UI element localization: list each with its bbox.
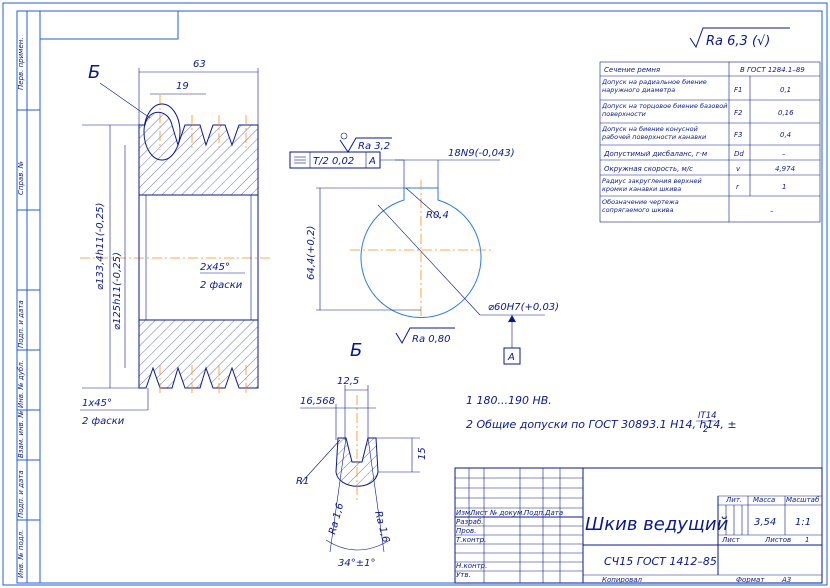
dim-dia-inner: ⌀125h11(-0,25) — [112, 252, 123, 330]
side-strip-4: Взам. инв. № — [17, 410, 25, 458]
params-row-5-label: Радиус закругления верхней кромки канавк… — [602, 177, 702, 193]
dim-chamfer-2x45: 2x45° — [200, 262, 230, 273]
tb-row-tkontr: Т.контр. — [456, 536, 486, 544]
params-row-0-sym: F1 — [734, 86, 742, 94]
tb-mass-value: 3,54 — [754, 517, 776, 528]
view-label-b-top: Б — [88, 62, 100, 83]
tb-row-razrab: Разраб. — [456, 518, 484, 526]
dim-19: 19 — [176, 81, 189, 92]
title-block: Изм. Лист № докум. Подп. Дата Разраб. Пр… — [454, 467, 823, 584]
params-row-3-label: Допустимый дисбаланс, г·м — [603, 150, 708, 158]
dim-r04: R0,4 — [426, 210, 449, 221]
tb-copied: Копировал — [602, 576, 643, 584]
roughness-main: Ra 6,3 (√) — [689, 27, 790, 49]
tb-col-doc: № докум. — [489, 509, 525, 517]
params-row-0-val: 0,1 — [780, 86, 791, 94]
tb-row-utv: Утв. — [456, 571, 471, 579]
tb-sheets-label: Листов — [764, 536, 791, 544]
params-row-5-sym: r — [736, 183, 740, 191]
note-1: 1 180...190 HB. — [466, 394, 552, 407]
top-left-stamp — [39, 10, 179, 40]
pulley-section: 63 19 Б ⌀133,4h11(-0,25) ⌀125h11(-0,25) … — [80, 59, 270, 427]
dim-dia-outer: ⌀133,4h11(-0,25) — [95, 203, 106, 290]
dim-63: 63 — [193, 59, 206, 70]
view-label-b-detail: Б — [350, 340, 362, 361]
note-2: 2 Общие допуски по ГОСТ 30893.1 H14, h14… — [466, 418, 737, 431]
params-row-1-label: Допуск на торцовое биение базовой поверх… — [602, 102, 728, 118]
roughness-bore: Ra 0,80 — [412, 334, 451, 345]
detail-dim-125: 12,5 — [337, 376, 359, 387]
side-strip-0: Перв. примен. — [17, 37, 25, 90]
params-row-2-sym: F3 — [734, 131, 742, 139]
detail-angle: 34°±1° — [338, 558, 375, 569]
tb-col-date: Дата — [544, 509, 563, 517]
dim-644: 64,4(+0,2) — [306, 226, 317, 280]
side-strip-6: Инв. № подл. — [17, 530, 25, 578]
tb-material: СЧ15 ГОСТ 1412–85 — [604, 555, 717, 568]
tb-sheets-value: 1 — [805, 536, 809, 544]
detail-dim-16568: 16,568 — [300, 396, 335, 407]
side-strip-2: Подп. и дата — [17, 300, 25, 348]
dim-chamfer-2x45-note: 2 фаски — [200, 280, 243, 291]
tb-row-prov: Пров. — [456, 527, 476, 535]
tb-format-value: А3 — [781, 576, 791, 584]
detail-r1: R1 — [296, 476, 309, 487]
tb-lit-label: Лит. — [725, 496, 742, 504]
tb-row-nkontr: Н.контр. — [456, 562, 487, 570]
params-row-3-val: – — [782, 150, 786, 158]
detail-ra16-a: Ra 1,6 — [327, 502, 346, 536]
note-fraction-bottom: 2 — [703, 425, 708, 435]
params-row-4-label: Окружная скорость, м/с — [604, 165, 693, 173]
note-fraction-top: IT14 — [698, 411, 717, 421]
params-row-2-label: Допуск на биение конусной рабочей поверх… — [602, 125, 707, 141]
dim-keyway: 18N9(-0,043) — [448, 148, 515, 159]
roughness-main-text: Ra 6,3 (√) — [706, 34, 770, 49]
params-row-1-val: 0,16 — [778, 109, 794, 117]
params-row-3-sym: Dd — [734, 150, 744, 158]
side-strip: Перв. примен. Справ. № Подп. и дата Инв.… — [16, 10, 41, 584]
tol-frame-datum: A — [368, 156, 376, 167]
tb-part-name: Шкив ведущий — [585, 514, 729, 535]
detail-ra16-b: Ra 1,6 — [372, 510, 391, 544]
side-strip-1: Справ. № — [17, 161, 25, 195]
params-row-4-sym: v — [736, 165, 741, 173]
tb-mass-label: Масса — [753, 496, 775, 504]
technical-notes: 1 180...190 HB. 2 Общие допуски по ГОСТ … — [466, 394, 737, 435]
params-row-0-label: Допуск на радиальное биение наружного ди… — [602, 78, 707, 94]
tol-frame-value: T/2 0,02 — [313, 156, 354, 167]
params-header-right: В ГОСТ 1284.1–89 — [740, 66, 805, 74]
tb-format-label: Формат — [736, 576, 765, 584]
params-row-5-val: 1 — [782, 183, 786, 191]
datum-a: A — [507, 352, 515, 363]
detail-view: Б 12,5 16,568 15 R1 34°±1° Ra 1,6 Ra 1,6 — [296, 340, 428, 569]
tb-col-izm: Изм. — [456, 509, 472, 517]
hub-view: 18N9(-0,043) R0,4 64,4(+0,2) ⌀60H7(+0,03… — [289, 132, 559, 365]
dim-chamfer-1x45-note: 2 фаски — [82, 416, 125, 427]
roughness-hub: Ra 3,2 — [358, 141, 390, 152]
tb-scale-label: Масштаб — [786, 496, 820, 504]
tb-col-podp: Подп. — [524, 509, 545, 517]
params-row-1-sym: F2 — [734, 109, 743, 117]
tb-col-list: Лист — [469, 509, 489, 517]
params-row-6-label: Обозначение чертежа сопрягаемого шкива — [602, 198, 679, 214]
params-row-2-val: 0,4 — [780, 131, 791, 139]
dim-bore: ⌀60H7(+0,03) — [488, 302, 559, 313]
params-row-6-val: – — [770, 207, 774, 215]
params-table: Сечение ремня В ГОСТ 1284.1–89 Допуск на… — [599, 61, 821, 223]
side-strip-3: Инв. № дубл. — [17, 360, 25, 408]
params-header-left: Сечение ремня — [604, 66, 660, 74]
tb-sheet-label: Лист — [721, 536, 741, 544]
dim-chamfer-1x45: 1x45° — [82, 398, 112, 409]
side-strip-5: Подп. и дата — [17, 470, 25, 518]
tb-scale-value: 1:1 — [795, 517, 811, 528]
detail-dim-15: 15 — [417, 447, 428, 460]
params-row-4-val: 4,974 — [775, 165, 795, 173]
